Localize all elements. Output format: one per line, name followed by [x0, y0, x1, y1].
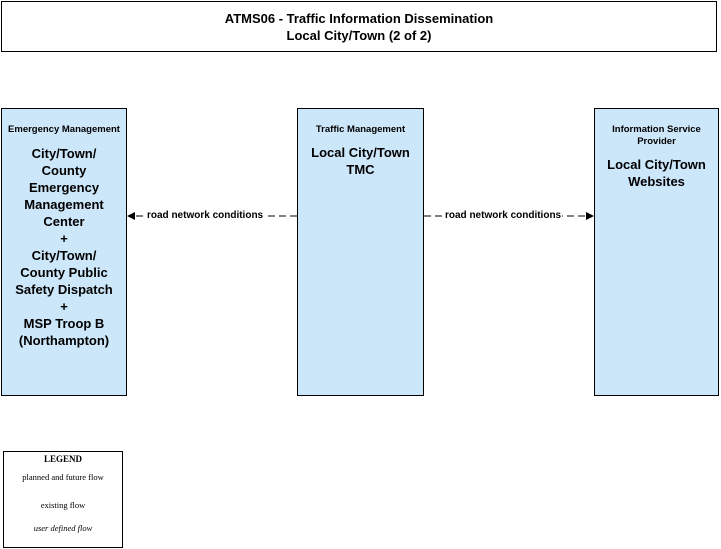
legend-item-planned: planned and future flow [22, 472, 104, 482]
node-name-label: Local City/Town TMC [311, 145, 410, 177]
flow-label: road network conditions [146, 209, 265, 222]
node-emergency-management[interactable]: Emergency Management City/Town/ County E… [1, 108, 127, 396]
legend-box: LEGEND planned and future flow existing … [3, 451, 123, 548]
diagram-subtitle: Local City/Town (2 of 2) [286, 27, 432, 43]
diagram-title-box: ATMS06 - Traffic Information Disseminati… [1, 1, 717, 52]
flow-label: road network conditions [444, 209, 563, 222]
diagram-title: ATMS06 - Traffic Information Disseminati… [224, 10, 494, 26]
node-traffic-management[interactable]: Traffic Management Local City/Town TMC [297, 108, 424, 396]
node-category-label: Information Service Provider [612, 124, 701, 147]
node-category-label: Emergency Management [8, 124, 120, 135]
legend-title: LEGEND [43, 454, 82, 464]
legend-item-existing: existing flow [40, 500, 86, 510]
legend-item-user-defined: user defined flow [33, 523, 93, 533]
node-name-label: Local City/Town Websites [607, 157, 706, 189]
node-information-service-provider[interactable]: Information Service Provider Local City/… [594, 108, 719, 396]
node-name-label: City/Town/ County Emergency Management C… [15, 146, 113, 348]
node-category-label: Traffic Management [315, 124, 406, 135]
